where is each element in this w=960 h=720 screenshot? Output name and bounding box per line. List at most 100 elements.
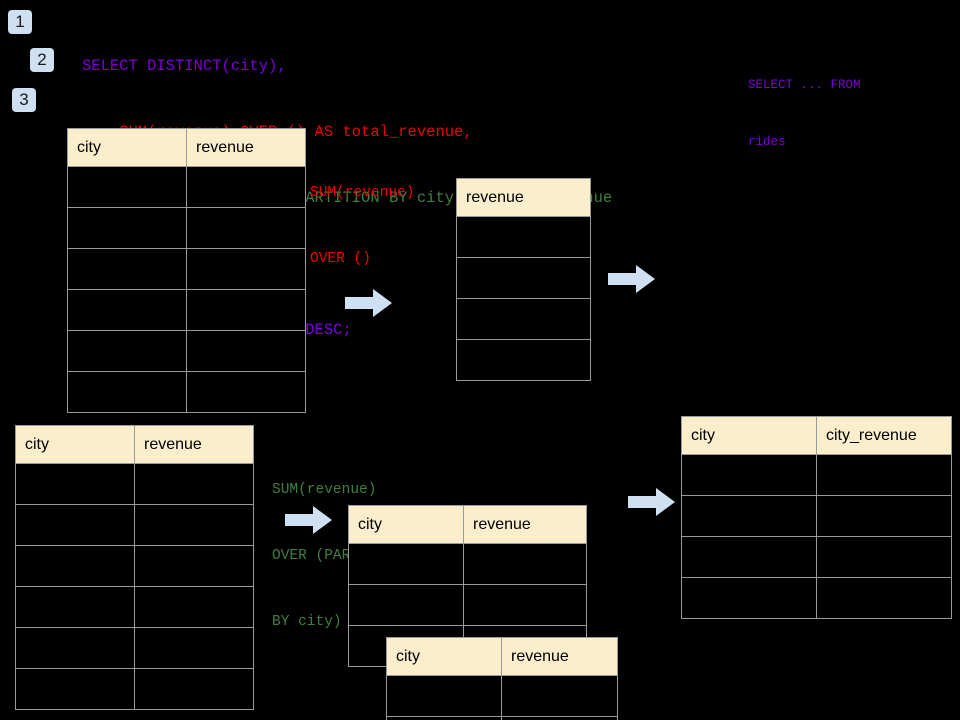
table-row[interactable] [15, 627, 254, 669]
cell-revenue[interactable] [456, 257, 591, 299]
arrow-partition-to-result [628, 487, 676, 517]
cell-revenue[interactable] [463, 543, 587, 585]
cell-city-revenue[interactable] [816, 454, 952, 496]
cell-revenue[interactable] [134, 627, 254, 669]
cell-city[interactable] [67, 330, 187, 372]
arrow-source-to-partition [285, 505, 333, 535]
annotation-total-revenue-line-1: SUM(revenue) [310, 185, 415, 201]
table-partition-front[interactable]: city revenue [386, 637, 618, 720]
cell-city[interactable] [15, 668, 135, 710]
cell-city-revenue[interactable] [816, 577, 952, 619]
table-source-top[interactable]: city revenue [67, 128, 306, 413]
column-header-city: city [67, 128, 187, 167]
table-row[interactable] [456, 298, 591, 340]
cell-revenue[interactable] [134, 668, 254, 710]
cell-city[interactable] [681, 577, 817, 619]
cell-revenue[interactable] [134, 463, 254, 505]
cell-city[interactable] [681, 495, 817, 537]
table-row[interactable] [681, 495, 952, 537]
step-badge-2[interactable]: 2 [30, 48, 54, 72]
cell-revenue[interactable] [186, 330, 306, 372]
table-row[interactable] [67, 248, 306, 290]
cell-city[interactable] [386, 716, 502, 720]
side-note-line-2: rides [748, 135, 786, 149]
table-row[interactable] [15, 586, 254, 628]
table-row[interactable] [456, 257, 591, 299]
cell-city[interactable] [67, 289, 187, 331]
table-header-row: city revenue [67, 128, 306, 167]
table-row[interactable] [681, 454, 952, 496]
arrow-source-to-total [345, 288, 393, 318]
table-source-bottom[interactable]: city revenue [15, 425, 254, 710]
table-row[interactable] [67, 207, 306, 249]
step-badge-1-label: 1 [15, 12, 25, 31]
table-header-row: city revenue [348, 505, 587, 544]
cell-city[interactable] [15, 463, 135, 505]
table-row[interactable] [456, 216, 591, 258]
annotation-city-revenue-line-3: BY city) [272, 614, 342, 630]
table-row[interactable] [67, 371, 306, 413]
cell-city[interactable] [67, 207, 187, 249]
step-badge-1[interactable]: 1 [8, 10, 32, 34]
cell-city[interactable] [67, 371, 187, 413]
table-row[interactable] [15, 463, 254, 505]
cell-city[interactable] [67, 166, 187, 208]
table-row[interactable] [386, 675, 618, 717]
table-row[interactable] [348, 543, 587, 585]
table-row[interactable] [15, 668, 254, 710]
cell-city[interactable] [681, 454, 817, 496]
cell-revenue[interactable] [456, 339, 591, 381]
sql-line-select: SELECT DISTINCT(city), [82, 57, 287, 75]
cell-revenue[interactable] [186, 248, 306, 290]
annotation-total-revenue-line-2: OVER () [310, 251, 371, 267]
table-row[interactable] [456, 339, 591, 381]
cell-city[interactable] [15, 504, 135, 546]
cell-city[interactable] [15, 545, 135, 587]
table-row[interactable] [67, 330, 306, 372]
cell-revenue[interactable] [186, 289, 306, 331]
cell-revenue[interactable] [501, 716, 618, 720]
column-header-revenue: revenue [501, 637, 618, 676]
table-row[interactable] [15, 545, 254, 587]
cell-revenue[interactable] [456, 298, 591, 340]
annotation-city-revenue-line-1: SUM(revenue) [272, 482, 377, 498]
cell-city[interactable] [15, 586, 135, 628]
table-row[interactable] [348, 584, 587, 626]
table-header-row: revenue [456, 178, 591, 217]
cell-revenue[interactable] [501, 675, 618, 717]
table-row[interactable] [67, 166, 306, 208]
table-row[interactable] [15, 504, 254, 546]
cell-city[interactable] [386, 675, 502, 717]
table-result[interactable]: city city_revenue [681, 416, 952, 619]
annotation-city-revenue: SUM(revenue) OVER (PARTITION BY city) [272, 435, 403, 677]
cell-revenue[interactable] [463, 584, 587, 626]
cell-revenue[interactable] [456, 216, 591, 258]
table-row[interactable] [386, 716, 618, 720]
step-badge-3[interactable]: 3 [12, 88, 36, 112]
arrow-total-to-result [608, 264, 656, 294]
table-row[interactable] [681, 536, 952, 578]
table-row[interactable] [681, 577, 952, 619]
cell-revenue[interactable] [134, 545, 254, 587]
cell-city[interactable] [681, 536, 817, 578]
cell-revenue[interactable] [134, 504, 254, 546]
cell-city[interactable] [348, 543, 464, 585]
cell-city[interactable] [15, 627, 135, 669]
cell-city-revenue[interactable] [816, 495, 952, 537]
cell-revenue[interactable] [186, 166, 306, 208]
cell-revenue[interactable] [186, 207, 306, 249]
table-total-revenue[interactable]: revenue [456, 178, 591, 381]
cell-city[interactable] [67, 248, 187, 290]
column-header-revenue: revenue [134, 425, 254, 464]
column-header-revenue: revenue [456, 178, 591, 217]
cell-revenue[interactable] [186, 371, 306, 413]
column-header-city: city [348, 505, 464, 544]
cell-revenue[interactable] [134, 586, 254, 628]
step-badge-2-label: 2 [37, 50, 47, 69]
table-row[interactable] [67, 289, 306, 331]
side-note-line-1: SELECT ... FROM [748, 78, 861, 92]
column-header-city-revenue: city_revenue [816, 416, 952, 455]
cell-city[interactable] [348, 584, 464, 626]
column-header-city: city [15, 425, 135, 464]
cell-city-revenue[interactable] [816, 536, 952, 578]
